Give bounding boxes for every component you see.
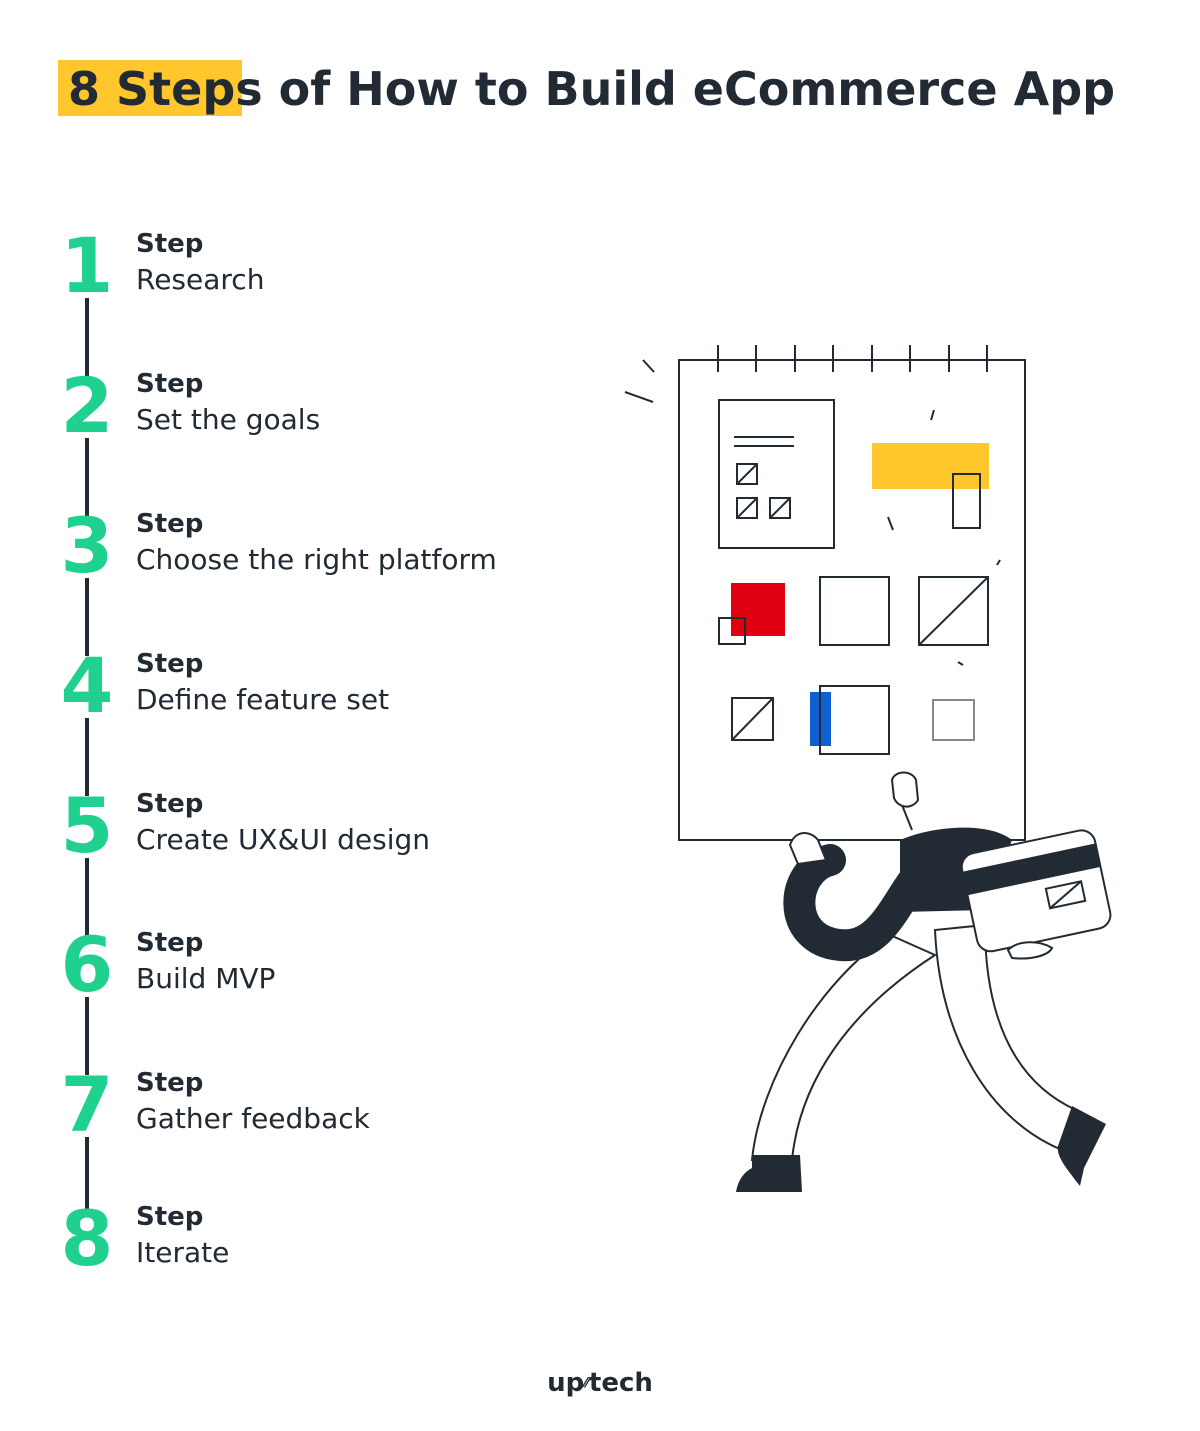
step-label: Step xyxy=(136,789,204,819)
brand-logo: up⁄⁄tech xyxy=(0,1368,1200,1398)
step-label: Step xyxy=(136,509,204,539)
step-number: 5 xyxy=(60,781,114,870)
step-name: Set the goals xyxy=(136,403,321,436)
step-number: 4 xyxy=(60,641,114,730)
step-1: 1 Step Research xyxy=(56,226,616,316)
step-4: 4 Step Define feature set xyxy=(56,646,616,736)
step-number: 8 xyxy=(60,1194,114,1283)
step-name: Choose the right platform xyxy=(136,543,497,576)
title-text: 8 Steps of How to Build eCommerce App xyxy=(58,62,1115,116)
step-name: Gather feedback xyxy=(136,1102,370,1135)
title-highlight-text: 8 Steps xyxy=(68,62,263,116)
page-title: 8 Steps of How to Build eCommerce App xyxy=(58,58,1115,120)
step-number: 3 xyxy=(60,501,114,590)
step-name: Iterate xyxy=(136,1236,230,1269)
step-8: 8 Step Iterate xyxy=(56,1199,616,1289)
brand-left: up xyxy=(547,1368,585,1398)
brand-right: tech xyxy=(588,1368,653,1398)
step-name: Build MVP xyxy=(136,962,276,995)
step-number: 7 xyxy=(60,1060,114,1149)
step-number: 2 xyxy=(60,361,114,450)
step-5: 5 Step Create UX&UI design xyxy=(56,786,616,876)
step-2: 2 Step Set the goals xyxy=(56,366,616,456)
ecommerce-board-person-icon xyxy=(624,345,1112,1192)
step-name: Research xyxy=(136,263,265,296)
step-6: 6 Step Build MVP xyxy=(56,925,616,1015)
step-label: Step xyxy=(136,229,204,259)
step-name: Define feature set xyxy=(136,683,390,716)
step-3: 3 Step Choose the right platform xyxy=(56,506,616,596)
step-number: 1 xyxy=(60,221,114,310)
timeline-line xyxy=(85,258,89,1248)
step-number: 6 xyxy=(60,920,114,1009)
step-name: Create UX&UI design xyxy=(136,823,430,856)
step-label: Step xyxy=(136,369,204,399)
step-label: Step xyxy=(136,1202,204,1232)
step-7: 7 Step Gather feedback xyxy=(56,1065,616,1155)
brand-mid: ⁄⁄ xyxy=(584,1375,589,1392)
title-highlight xyxy=(58,60,242,116)
step-label: Step xyxy=(136,928,204,958)
title-rest-text: of How to Build eCommerce App xyxy=(262,62,1116,116)
step-label: Step xyxy=(136,649,204,679)
step-label: Step xyxy=(136,1068,204,1098)
